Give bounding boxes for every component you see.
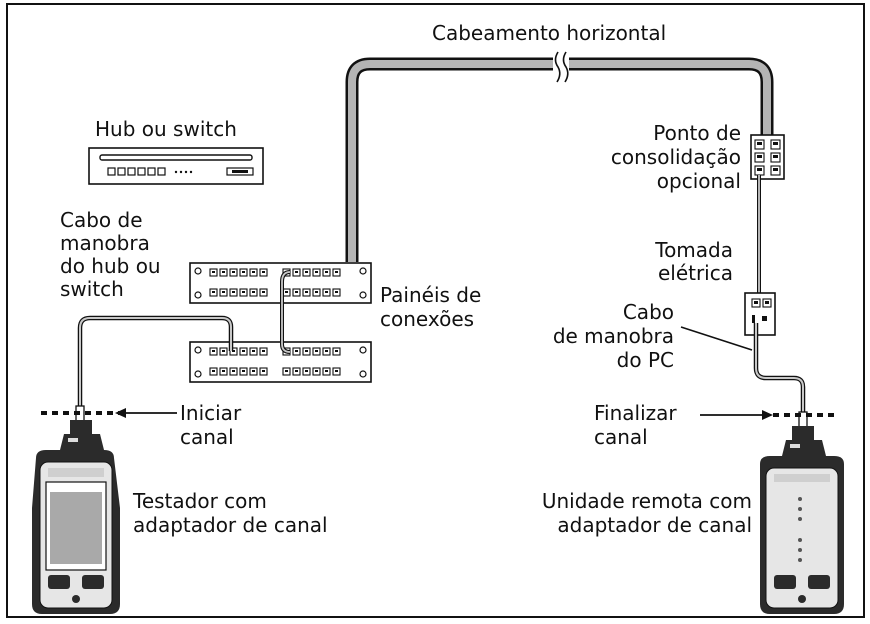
horizontal-cable — [345, 51, 774, 262]
wall-outlet — [744, 292, 776, 336]
label-hub-patch-cord-line4: switch — [60, 277, 124, 301]
label-start-line2: canal — [180, 425, 234, 449]
label-pc-cord-line2: de manobra — [553, 324, 674, 348]
label-remote-line1: Unidade remota com — [542, 489, 752, 513]
label-hub-patch-cord-line1: Cabo de — [60, 208, 143, 232]
label-tester-line2: adaptador de canal — [133, 513, 328, 537]
label-patch-panels-line1: Painéis de — [380, 283, 481, 307]
label-end-line2: canal — [594, 425, 648, 449]
label-hub-switch: Hub ou switch — [95, 117, 237, 141]
label-consolidation-point: Ponto de consolidação opcional — [611, 121, 741, 193]
label-horizontal-cabling: Cabeamento horizontal — [432, 21, 666, 45]
label-wall-outlet: Tomada elétrica — [654, 238, 733, 285]
panel-jumper-cable — [280, 270, 291, 354]
diagram-border — [6, 3, 865, 618]
label-patch-panels-line2: conexões — [380, 307, 474, 331]
hub-switch-device — [88, 147, 264, 185]
start-channel-marker — [41, 408, 177, 418]
remote-device — [760, 426, 844, 614]
label-end-channel: Finalizar canal — [594, 401, 677, 449]
label-tester: Testador com adaptador de canal — [132, 489, 328, 537]
label-pc-cord-line1: Cabo — [623, 300, 674, 324]
label-outlet-line2: elétrica — [658, 261, 733, 285]
label-hub-patch-cord-line3: do hub ou — [60, 254, 161, 278]
label-tester-line1: Testador com — [132, 489, 267, 513]
label-patch-panels: Painéis de conexões — [380, 283, 481, 331]
label-hub-patch-cord: Cabo de manobra do hub ou switch — [60, 208, 161, 301]
tester-device — [32, 420, 120, 614]
pc-cord-leader-line — [680, 326, 753, 351]
label-outlet-line1: Tomada — [654, 238, 733, 262]
patch-panel-bottom — [189, 341, 372, 383]
label-end-line1: Finalizar — [594, 401, 677, 425]
label-start-line1: Iniciar — [180, 401, 242, 425]
label-start-channel: Iniciar canal — [180, 401, 242, 449]
label-remote: Unidade remota com adaptador de canal — [542, 489, 752, 537]
label-cp-line2: consolidação — [611, 145, 741, 169]
label-hub-patch-cord-line2: manobra — [60, 231, 150, 255]
label-remote-line2: adaptador de canal — [557, 513, 752, 537]
label-cp-line1: Ponto de — [653, 121, 741, 145]
consolidation-point-box — [750, 134, 785, 180]
label-pc-patch-cord: Cabo de manobra do PC — [553, 300, 674, 372]
label-pc-cord-line3: do PC — [617, 348, 674, 372]
end-channel-marker — [700, 410, 834, 420]
label-cp-line3: opcional — [657, 169, 741, 193]
